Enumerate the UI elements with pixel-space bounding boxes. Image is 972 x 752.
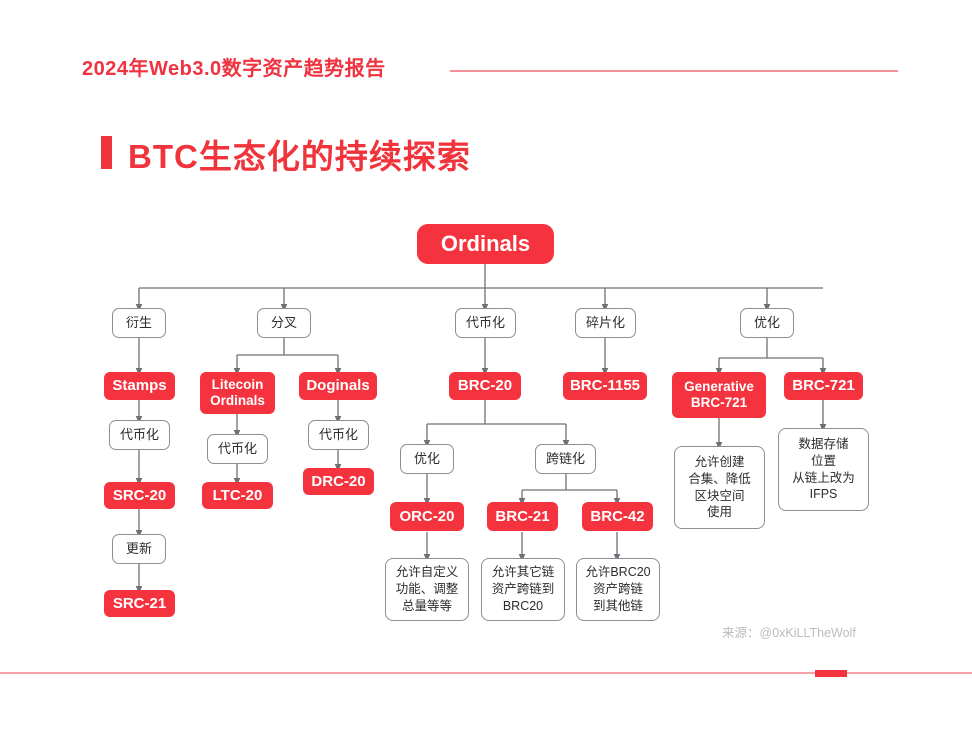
desc-generative-brc721: 允许创建 合集、降低 区块空间 使用 bbox=[674, 446, 765, 529]
source-attribution: 来源：@0xKiLLTheWolf bbox=[722, 626, 856, 640]
node-brc20[interactable]: BRC-20 bbox=[449, 372, 521, 400]
node-doginals[interactable]: Doginals bbox=[299, 372, 377, 400]
node-brc1155[interactable]: BRC-1155 bbox=[563, 372, 647, 400]
node-litecoin-ordinals[interactable]: Litecoin Ordinals bbox=[200, 372, 275, 414]
desc-orc20: 允许自定义 功能、调整 总量等等 bbox=[385, 558, 469, 621]
footer-accent-block bbox=[815, 670, 847, 677]
desc-brc21: 允许其它链 资产跨链到 BRC20 bbox=[481, 558, 565, 621]
node-brc721[interactable]: BRC-721 bbox=[784, 372, 863, 400]
report-subtitle: 2024年Web3.0数字资产趋势报告 bbox=[82, 58, 386, 80]
node-tokenize-stamps[interactable]: 代币化 bbox=[109, 420, 170, 450]
node-drc20[interactable]: DRC-20 bbox=[303, 468, 374, 495]
node-update[interactable]: 更新 bbox=[112, 534, 166, 564]
node-brc42[interactable]: BRC-42 bbox=[582, 502, 653, 531]
node-generative-brc721[interactable]: Generative BRC-721 bbox=[672, 372, 766, 418]
node-tokenize-litecoin[interactable]: 代币化 bbox=[207, 434, 268, 464]
node-brc21[interactable]: BRC-21 bbox=[487, 502, 558, 531]
node-crosschain[interactable]: 跨链化 bbox=[535, 444, 596, 474]
node-tokenize[interactable]: 代币化 bbox=[455, 308, 516, 338]
node-src21[interactable]: SRC-21 bbox=[104, 590, 175, 617]
header-divider-line bbox=[450, 70, 898, 72]
node-derive[interactable]: 衍生 bbox=[112, 308, 166, 338]
node-tokenize-doginals[interactable]: 代币化 bbox=[308, 420, 369, 450]
footer-divider-line bbox=[0, 672, 972, 674]
desc-brc42: 允许BRC20 资产跨链 到其他链 bbox=[576, 558, 660, 621]
node-ltc20[interactable]: LTC-20 bbox=[202, 482, 273, 509]
node-src20[interactable]: SRC-20 bbox=[104, 482, 175, 509]
node-optimize[interactable]: 优化 bbox=[740, 308, 794, 338]
desc-brc721: 数据存储 位置 从链上改为 IFPS bbox=[778, 428, 869, 511]
node-optimize-brc20[interactable]: 优化 bbox=[400, 444, 454, 474]
node-fork[interactable]: 分叉 bbox=[257, 308, 311, 338]
node-orc20[interactable]: ORC-20 bbox=[390, 502, 464, 531]
page-title: BTC生态化的持续探索 bbox=[128, 138, 471, 175]
node-fragment[interactable]: 碎片化 bbox=[575, 308, 636, 338]
title-accent-bar bbox=[101, 136, 112, 169]
node-ordinals[interactable]: Ordinals bbox=[417, 224, 554, 264]
node-stamps[interactable]: Stamps bbox=[104, 372, 175, 400]
